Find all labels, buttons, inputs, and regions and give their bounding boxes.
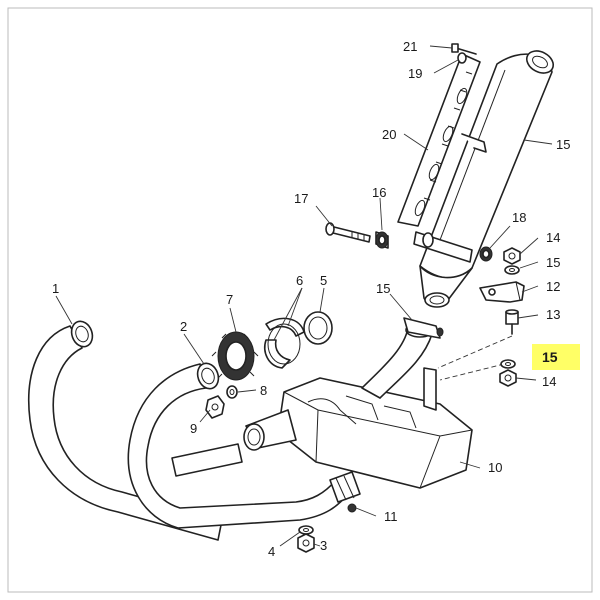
label-part-4: 4	[268, 544, 275, 559]
bracket-part-12[interactable]	[479, 281, 525, 303]
label-part-9: 9	[190, 421, 197, 436]
highlight-box	[532, 344, 580, 370]
leader-lines	[55, 45, 553, 547]
label-part-18: 16	[372, 185, 386, 200]
part-labels: 21 19 20 15 17 16 18 14 15 12 15 13 15 1…	[52, 39, 570, 559]
label-part-15-highlighted: 15	[542, 349, 558, 365]
silencer-part-16[interactable]	[419, 47, 557, 308]
assembly-line-washer	[439, 363, 505, 381]
heat-shield-part-22[interactable]	[397, 53, 487, 227]
label-part-3: 3	[320, 538, 327, 553]
label-part-10: 10	[488, 460, 502, 475]
nut-part-14-bottom[interactable]	[499, 369, 517, 387]
label-part-19: 17	[294, 191, 308, 206]
assembly-line-stud	[437, 335, 513, 369]
label-part-5: 5	[320, 273, 327, 288]
nut-part-14-top[interactable]	[503, 247, 521, 265]
washer-part-21[interactable]	[457, 52, 467, 64]
label-part-23: 21	[403, 39, 417, 54]
washer-part-8[interactable]	[226, 385, 238, 399]
diagram-frame	[7, 7, 593, 593]
label-part-14-bottom: 14	[542, 374, 556, 389]
bolt-part-19[interactable]	[325, 222, 371, 243]
nut-part-3[interactable]	[297, 533, 315, 553]
header-pipe-part-1[interactable]	[28, 318, 223, 541]
washer-part-4[interactable]	[298, 525, 314, 535]
label-part-13: 13	[546, 307, 560, 322]
half-ring-part-6[interactable]	[264, 317, 305, 369]
label-part-21: 19	[408, 66, 422, 81]
pre-silencer-part-10[interactable]	[243, 367, 473, 489]
gasket-part-5[interactable]	[303, 311, 333, 345]
label-part-1: 1	[52, 281, 59, 296]
nut-part-9[interactable]	[205, 395, 225, 419]
label-part-14-top: 14	[546, 230, 560, 245]
spacer-part-18[interactable]	[375, 231, 389, 249]
label-part-17: 15	[376, 281, 390, 296]
screw-part-23[interactable]	[451, 43, 477, 55]
flange-part-7[interactable]	[211, 331, 259, 381]
label-part-15-top: 15	[546, 255, 560, 270]
label-part-7: 7	[226, 292, 233, 307]
link-pipe-part-17[interactable]	[361, 317, 444, 399]
label-part-11: 11	[384, 509, 398, 524]
stud-part-13[interactable]	[505, 309, 519, 335]
label-part-16: 15	[556, 137, 570, 152]
washer-part-15-bottom[interactable]	[500, 359, 516, 369]
label-part-22: 20	[382, 127, 396, 142]
bracket-part-20[interactable]	[413, 231, 493, 263]
washer-part-15-top[interactable]	[504, 265, 520, 275]
clamp-part-11[interactable]	[329, 471, 361, 513]
label-part-8: 8	[260, 383, 267, 398]
label-part-6: 6	[296, 273, 303, 288]
label-part-20: 18	[512, 210, 526, 225]
label-part-2: 2	[180, 319, 187, 334]
label-part-12: 12	[546, 279, 560, 294]
